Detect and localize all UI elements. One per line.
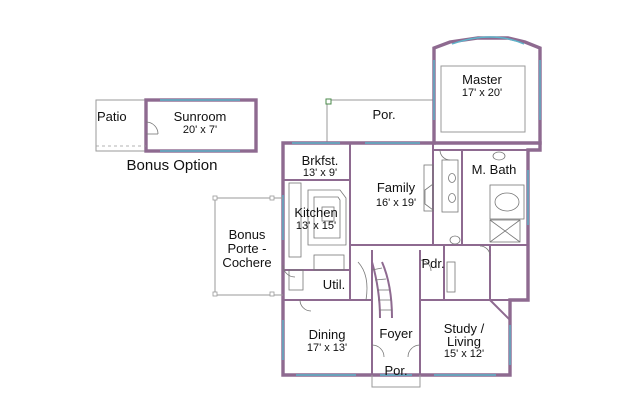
family-label: Family <box>376 180 416 195</box>
foyer-label: Foyer <box>379 326 413 341</box>
porch-top-label: Por. <box>372 107 396 122</box>
bonus-option-caption: Bonus Option <box>126 157 218 174</box>
front-porch <box>371 374 421 388</box>
kitchen-fixtures <box>288 182 347 291</box>
master-bath-label: M. Bath <box>471 162 517 177</box>
porte-cochere-label-2: Porte - <box>227 241 267 256</box>
dining-label: Dining <box>308 327 346 342</box>
brkfst-dims: 13' x 9' <box>302 167 338 179</box>
master-dims: 17' x 20' <box>461 87 503 99</box>
study-dims: 15' x 12' <box>443 348 485 360</box>
fireplace <box>423 164 434 212</box>
porch-bottom-label: Por. <box>384 363 408 378</box>
study-label-1: Study / <box>443 321 485 336</box>
bonus-sunroom-plan <box>95 98 258 153</box>
patio-label: Patio <box>97 109 127 124</box>
kitchen-label: Kitchen <box>294 205 338 220</box>
porte-cochere <box>212 195 283 297</box>
porte-cochere-label-3: Cochere <box>222 255 272 270</box>
family-dims: 16' x 19' <box>375 197 417 209</box>
utility-label: Util. <box>322 277 346 292</box>
sunroom-dims: 20' x 7' <box>182 124 218 136</box>
kitchen-dims: 13' x 15' <box>295 220 337 232</box>
master-label: Master <box>462 72 502 87</box>
sunroom-label: Sunroom <box>173 109 227 124</box>
master-bay <box>432 36 542 145</box>
dining-dims: 17' x 13' <box>306 342 348 354</box>
brkfst-label: Brkfst. <box>301 153 339 168</box>
staircase <box>357 261 393 319</box>
porte-cochere-label-1: Bonus <box>228 227 266 242</box>
master-bath-fixtures <box>441 151 525 243</box>
study-label-2: Living <box>447 334 481 349</box>
door-swings <box>282 149 491 358</box>
powder-label: Pdr. <box>421 256 445 271</box>
windows <box>282 142 529 376</box>
powder-fixtures <box>446 235 461 293</box>
